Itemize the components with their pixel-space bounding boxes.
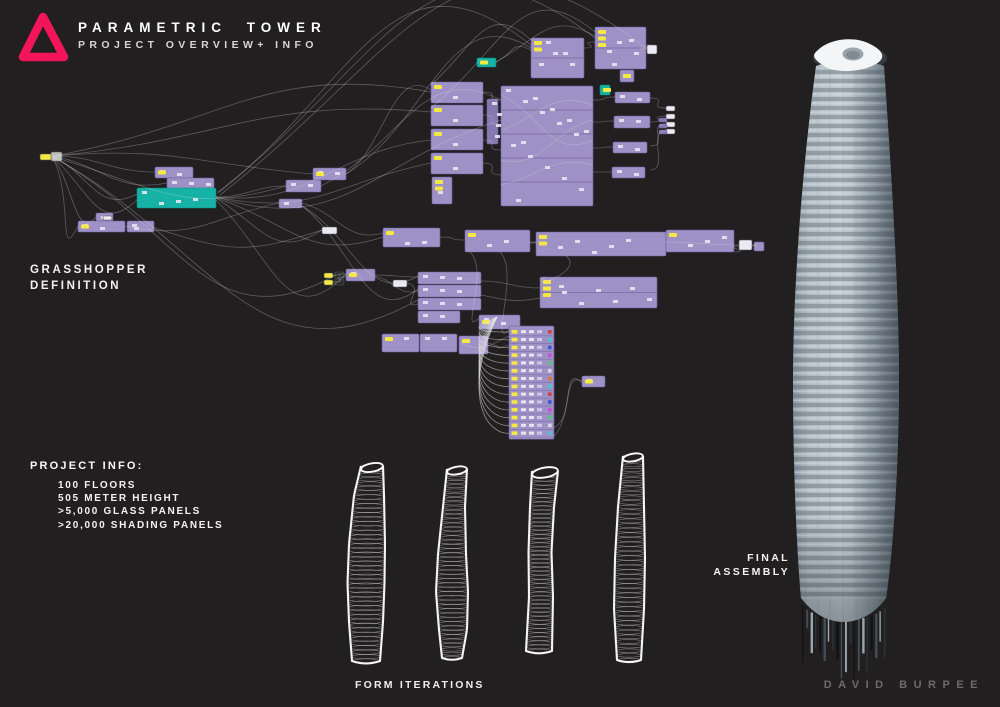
info-item-shading: >20,000 SHADING PANELS [58, 519, 224, 531]
final-assembly-label: FINAL ASSEMBLY [713, 552, 790, 578]
page-subtitle: PROJECT OVERVIEW+ INFO [78, 39, 318, 51]
page-title: PARAMETRIC TOWER [78, 20, 327, 35]
info-item-height: 505 METER HEIGHT [58, 493, 181, 505]
grasshopper-definition-label: GRASSHOPPER DEFINITION [30, 264, 149, 292]
author-credit: DAVID BURPEE [823, 679, 984, 691]
info-item-glass: >5,000 GLASS PANELS [58, 506, 201, 518]
info-item-floors: 100 FLOORS [58, 480, 137, 491]
logo-triangle-icon [18, 12, 69, 62]
project-info-heading: PROJECT INFO: [30, 460, 144, 472]
form-iterations-label: FORM ITERATIONS [355, 679, 485, 691]
project-info-list: 100 FLOORS 505 METER HEIGHT >5,000 GLASS… [58, 479, 223, 532]
